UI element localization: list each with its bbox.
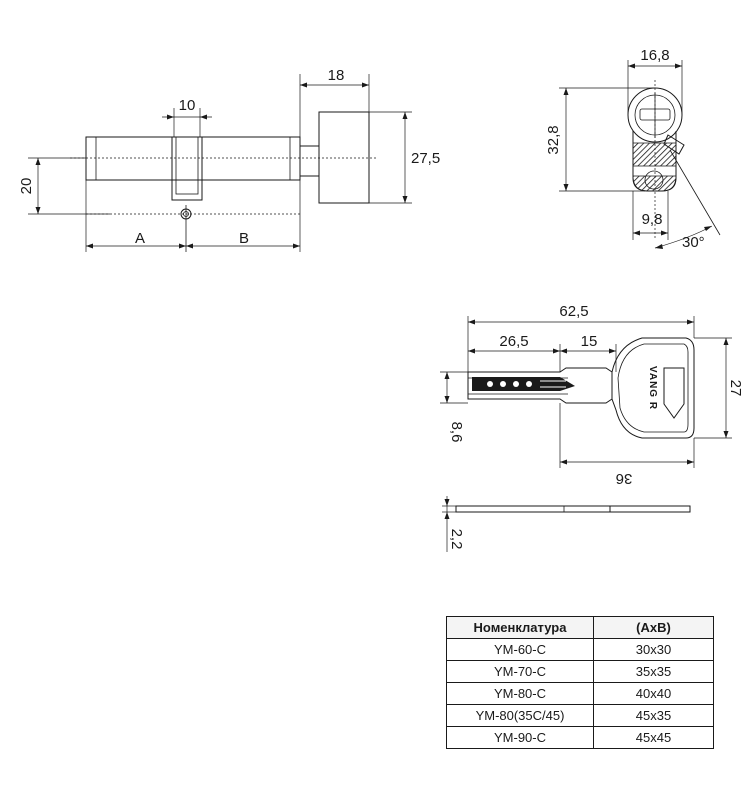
table-cell-model: YM-70-C: [446, 660, 594, 683]
table-row: YM-70-C 35x35: [446, 660, 714, 683]
thumb-knob: [318, 111, 370, 204]
cylinder-body: [85, 136, 301, 181]
dim-profile-bottom: 9,8: [642, 211, 663, 228]
cylinder-front-view: 10 18 27,5 20 A B: [18, 67, 440, 252]
connector: [299, 145, 320, 177]
dim-length-18: 18: [328, 67, 345, 84]
specification-table: Номенклатура (AxB) YM-60-C 30x30 YM-70-C…: [446, 616, 714, 749]
key-brand: VANG R: [647, 366, 658, 410]
table-cell-size: 35x35: [593, 660, 714, 683]
dim-key-total: 62,5: [559, 303, 588, 320]
table-header-row: Номенклатура (AxB): [446, 616, 714, 639]
table-cell-model: YM-90-C: [446, 726, 594, 749]
dim-key-blade: 26,5: [499, 333, 528, 350]
header-axb: (AxB): [593, 616, 714, 639]
dim-angle: 30°: [682, 234, 705, 251]
header-nomenclature: Номенклатура: [446, 616, 594, 639]
dim-key-head-height: 27: [727, 380, 744, 397]
table-row: YM-90-C 45x45: [446, 726, 714, 749]
profile-cam: [663, 134, 685, 155]
table-row: YM-60-C 30x30: [446, 638, 714, 661]
cylinder-profile-view: 16,8 32,8 9,8 30°: [545, 47, 721, 251]
dim-cam-10: 10: [179, 97, 196, 114]
table-row: YM-80-C 40x40: [446, 682, 714, 705]
dim-key-blade-height: 8,6: [448, 422, 465, 443]
dim-b: B: [239, 230, 249, 247]
table-cell-model: YM-60-C: [446, 638, 594, 661]
dim-profile-height: 32,8: [545, 125, 562, 154]
dim-key-thickness: 2,2: [448, 529, 465, 550]
dim-key-length-36: 36: [616, 470, 633, 487]
dim-a: A: [135, 230, 145, 247]
key-side-profile: [455, 505, 691, 513]
table-row: YM-80(35C/45) 45x35: [446, 704, 714, 727]
dim-key-mid: 15: [581, 333, 598, 350]
key-head: [611, 337, 695, 439]
table-cell-model: YM-80-C: [446, 682, 594, 705]
table-cell-size: 30x30: [593, 638, 714, 661]
table-cell-size: 45x35: [593, 704, 714, 727]
cam-part: [171, 136, 203, 201]
table-cell-size: 40x40: [593, 682, 714, 705]
key-view: VANG R 62,5 26,5 15 27 8,6: [440, 303, 744, 552]
key-head-window: [663, 367, 685, 419]
table-cell-size: 45x45: [593, 726, 714, 749]
table-cell-model: YM-80(35C/45): [446, 704, 594, 727]
dim-height-27-5: 27,5: [411, 150, 440, 167]
dim-height-20: 20: [18, 178, 35, 195]
dim-profile-width: 16,8: [640, 47, 669, 64]
